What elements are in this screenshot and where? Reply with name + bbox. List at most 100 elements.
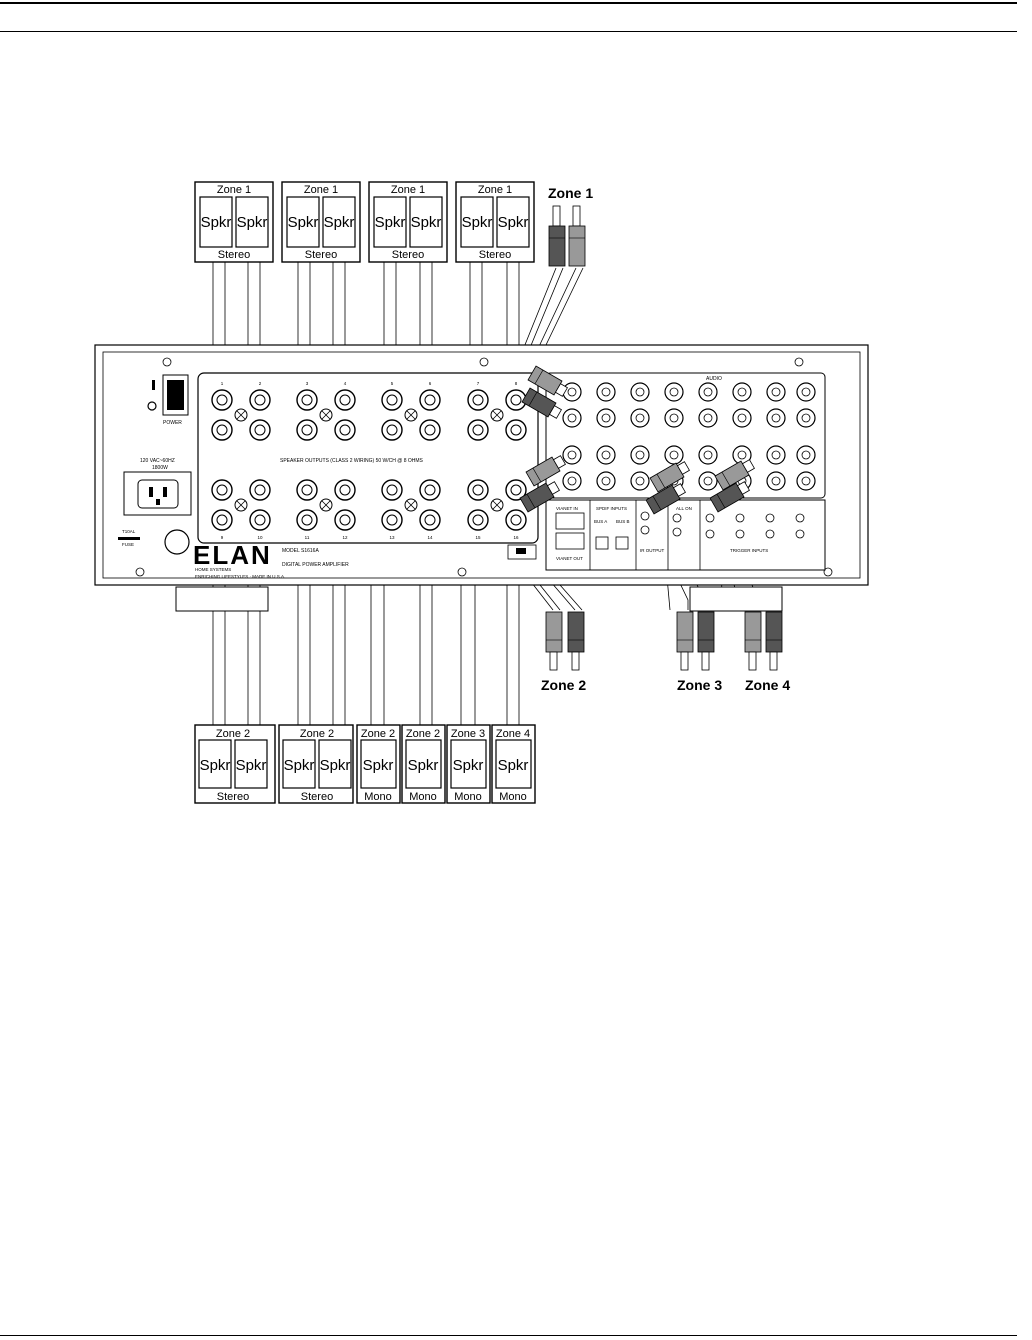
speaker-zone-label: Zone 1 — [391, 184, 425, 196]
speaker-zone-label: Zone 1 — [304, 184, 338, 196]
terminal-number: 14 — [427, 535, 433, 540]
terminal-block: 9 10 — [211, 479, 271, 540]
terminal-number: 4 — [344, 381, 347, 386]
speaker-zone-label: Zone 1 — [217, 184, 251, 196]
speaker-zone-label: Zone 2 — [361, 728, 395, 740]
rca-plug — [697, 611, 715, 671]
zone1-rca-plugs: Zone 1 — [548, 185, 593, 267]
bus-b: BUS B — [616, 519, 630, 524]
vianet-out: VIANET OUT — [556, 556, 583, 561]
rca-plug — [519, 481, 560, 513]
speaker-label: Spkr — [236, 757, 267, 774]
ir-output: IR OUTPUT — [640, 548, 665, 553]
terminal-number: 11 — [305, 535, 310, 540]
rca-plug — [765, 611, 783, 671]
bottom-rca-plugs — [545, 611, 783, 671]
speaker-zone-label: Zone 4 — [496, 728, 530, 740]
terminal-number: 3 — [306, 381, 309, 386]
speaker-label: Spkr — [200, 757, 231, 774]
terminal-number: 13 — [389, 535, 395, 540]
rca-plug — [521, 387, 562, 419]
speaker-zone-label: Zone 2 — [406, 728, 440, 740]
trigger-inputs: TRIGGER INPUTS — [730, 548, 768, 553]
terminal-number: 15 — [475, 535, 481, 540]
terminal-number: 5 — [391, 381, 394, 386]
rca-plug — [709, 481, 750, 513]
speaker-mode-label: Stereo — [301, 791, 333, 803]
speaker-mode-label: Stereo — [305, 249, 337, 261]
speaker-label: Spkr — [284, 757, 315, 774]
speaker-mode-label: Mono — [364, 791, 392, 803]
zone1-rca-label: Zone 1 — [548, 185, 593, 201]
fuse-label: T10AL — [122, 529, 136, 534]
header-rule-top — [0, 2, 1017, 4]
speaker-zone-label: Zone 1 — [478, 184, 512, 196]
speaker-zone-label: Zone 2 — [216, 728, 250, 740]
amplifier-chassis: POWER 120 VAC~60HZ 1800W T10AL FUSE ELAN… — [94, 344, 869, 612]
speaker-zone-label: Zone 2 — [300, 728, 334, 740]
fuse-label-2: FUSE — [122, 542, 134, 547]
speaker-label: Spkr — [363, 757, 394, 774]
model-label: MODEL S1616A — [282, 548, 319, 554]
terminal-number: 7 — [477, 381, 480, 386]
terminal-number: 12 — [342, 535, 348, 540]
speaker-label: Spkr — [462, 214, 493, 231]
terminal-number: 1 — [221, 381, 224, 386]
model-desc: DIGITAL POWER AMPLIFIER — [282, 562, 349, 568]
power-label: POWER — [163, 420, 182, 426]
inserted-rca-plugs — [519, 365, 755, 515]
zone2-rca-label: Zone 2 — [541, 677, 586, 693]
speaker-outputs-label: SPEAKER OUTPUTS (CLASS 2 WIRING) 50 W/CH… — [280, 458, 424, 464]
terminal-number: 9 — [221, 535, 224, 540]
speaker-label: Spkr — [237, 214, 268, 231]
elan-logo-sub: HOME SYSTEMS — [195, 567, 231, 572]
vianet-in: VIANET IN — [556, 506, 578, 511]
rca-plug — [567, 611, 585, 671]
header-rule-bottom — [0, 31, 1017, 32]
audio-label: AUDIO — [706, 376, 722, 382]
terminal-number: 8 — [515, 381, 518, 386]
speaker-mode-label: Stereo — [392, 249, 424, 261]
rca-jacks — [562, 382, 816, 491]
terminal-block: 11 12 — [296, 479, 356, 540]
footer-rule — [0, 1335, 1017, 1336]
speaker-label: Spkr — [408, 757, 439, 774]
speaker-label: Spkr — [498, 214, 529, 231]
rca-plug — [649, 461, 690, 493]
elan-logo-tag: ENRICHING LIFESTYLES · MADE IN U.S.A. — [195, 574, 285, 579]
speaker-label: Spkr — [320, 757, 351, 774]
rca-plug — [744, 611, 762, 671]
elan-logo: ELAN — [193, 540, 272, 570]
terminal-number: 16 — [513, 535, 519, 540]
speaker-mode-label: Mono — [499, 791, 527, 803]
rca-plug — [645, 483, 686, 515]
speaker-zone-label: Zone 3 — [451, 728, 485, 740]
spdif-inputs: SPDIF INPUTS — [596, 506, 627, 511]
rca-plug — [676, 611, 694, 671]
speaker-label: Spkr — [453, 757, 484, 774]
terminal-block: 13 14 — [381, 479, 441, 540]
terminal-number: 10 — [257, 535, 263, 540]
speaker-mode-label: Stereo — [479, 249, 511, 261]
speaker-label: Spkr — [324, 214, 355, 231]
zone3-rca-label: Zone 3 — [677, 677, 722, 693]
speaker-label: Spkr — [201, 214, 232, 231]
speaker-mode-label: Mono — [454, 791, 482, 803]
zone4-rca-label: Zone 4 — [745, 677, 790, 693]
bus-a: BUS A — [594, 519, 607, 524]
speaker-label: Spkr — [498, 757, 529, 774]
